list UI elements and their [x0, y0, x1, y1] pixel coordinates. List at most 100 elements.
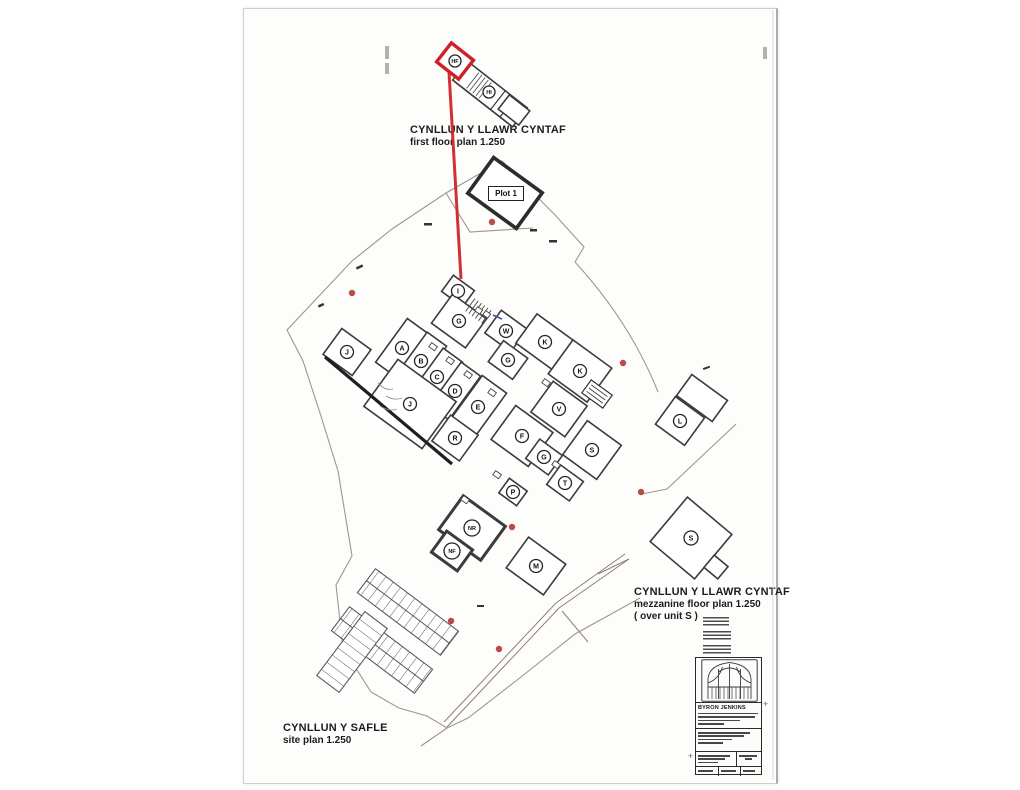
porch-projections: [428, 305, 562, 505]
svg-text:J: J: [408, 402, 412, 409]
unit-label-hf: HF: [448, 54, 462, 68]
parking-bays: [315, 567, 460, 695]
title-block: BYRON JENKINS: [695, 657, 762, 776]
svg-text:C: C: [434, 375, 439, 382]
unit-label-c: C: [429, 369, 445, 385]
svg-text:V: V: [557, 407, 562, 414]
amendment-note-smudge: [703, 645, 731, 655]
landscape-scribbles: [377, 382, 403, 411]
svg-text:K: K: [577, 369, 582, 376]
unit-label-s-detached: S: [683, 530, 699, 546]
unit-label-k-lower: K: [572, 363, 588, 379]
svg-text:NR: NR: [468, 526, 476, 532]
site-plan-heading: CYNLLUN Y SAFLE site plan 1.250: [283, 722, 388, 747]
heavy-wall-line: [323, 355, 454, 466]
unit-label-j-small: J: [339, 344, 355, 360]
heading-title: CYNLLUN Y SAFLE: [283, 722, 388, 734]
svg-text:G: G: [505, 358, 511, 365]
svg-text:G: G: [456, 319, 462, 326]
unit-label-g-top: G: [451, 313, 467, 329]
svg-text:L: L: [678, 419, 683, 426]
illegible-text-smudge: [698, 742, 723, 744]
unit-label-v: V: [551, 401, 567, 417]
svg-text:HI: HI: [486, 90, 492, 96]
svg-text:J: J: [345, 350, 349, 357]
illegible-text-smudge: [698, 758, 726, 760]
illegible-text-smudge: [743, 770, 756, 772]
illegible-text-smudge: [698, 770, 714, 772]
svg-text:K: K: [542, 340, 547, 347]
svg-text:T: T: [563, 481, 568, 488]
fold-mark: [385, 46, 389, 59]
architect-details-section: BYRON JENKINS: [696, 702, 761, 728]
heading-subtitle: first floor plan 1.250: [410, 137, 506, 148]
svg-text:S: S: [590, 448, 595, 455]
unit-label-d: D: [447, 383, 463, 399]
registration-cross: +: [688, 751, 694, 761]
unit-label-m: M: [528, 558, 544, 574]
illegible-text-smudge: [698, 719, 740, 722]
unit-label-j-large: J: [402, 396, 418, 412]
drawing-title-section: [696, 751, 761, 766]
first-floor-plan-heading: CYNLLUN Y LLAWR CYNTAF first floor plan …: [410, 124, 566, 149]
firm-name: BYRON JENKINS: [698, 705, 746, 711]
illegible-text-smudge: [698, 761, 718, 764]
svg-text:I: I: [457, 289, 459, 296]
svg-text:W: W: [503, 329, 510, 336]
unit-label-hi: HI: [482, 85, 496, 99]
unit-label-g-lower: G: [536, 449, 552, 465]
red-leader-line: [447, 71, 463, 280]
svg-text:S: S: [689, 536, 694, 543]
illegible-text-smudge: [698, 738, 732, 741]
plot1-label: Plot 1: [488, 186, 524, 201]
illegible-text-smudge: [698, 755, 730, 757]
scale-date-strip: [696, 766, 761, 776]
illegible-text-smudge: [698, 716, 756, 718]
svg-text:F: F: [520, 434, 525, 441]
svg-text:D: D: [452, 389, 457, 396]
svg-text:NF: NF: [448, 549, 456, 555]
heading-title: CYNLLUN Y LLAWR CYNTAF: [634, 586, 790, 598]
unit-label-nr: NR: [463, 519, 481, 537]
unit-label-nf: NF: [443, 542, 461, 560]
mezzanine-plan-heading: CYNLLUN Y LLAWR CYNTAF mezzanine floor p…: [634, 586, 790, 623]
registration-cross: +: [763, 699, 769, 709]
unit-label-k-upper: K: [537, 334, 553, 350]
arched-window-logo-icon: [701, 659, 758, 702]
unit-label-f: F: [514, 428, 530, 444]
blue-pen-mark: [492, 314, 503, 320]
unit-label-b: B: [413, 353, 429, 369]
unit-labels: HF HI I G W K G K A B C D E J J R V F G …: [339, 54, 699, 574]
svg-text:E: E: [476, 405, 481, 412]
fold-mark: [763, 47, 767, 59]
fold-mark: [385, 63, 389, 74]
svg-text:M: M: [533, 564, 539, 571]
unit-label-l: L: [672, 413, 688, 429]
amendment-note-smudge: [703, 631, 731, 641]
strip-cell: [740, 767, 761, 776]
strip-cell: [718, 767, 740, 776]
illegible-text-smudge: [739, 755, 757, 757]
client-details-section: [696, 728, 761, 751]
unit-label-s-terrace: S: [584, 442, 600, 458]
illegible-text-smudge: [698, 712, 758, 715]
unit-label-r: R: [447, 430, 463, 446]
amendment-note-smudge: [703, 617, 729, 626]
illegible-text-smudge: [721, 770, 736, 772]
heading-subtitle: site plan 1.250: [283, 735, 352, 746]
illegible-text-smudge: [745, 758, 753, 760]
heading-subtitle: mezzanine floor plan 1.250: [634, 599, 761, 610]
micro-labels: [317, 223, 711, 607]
unit-label-g-mid: G: [500, 352, 516, 368]
svg-text:G: G: [541, 455, 547, 462]
svg-text:P: P: [511, 490, 516, 497]
illegible-text-smudge: [698, 735, 744, 737]
svg-text:HF: HF: [451, 59, 459, 65]
illegible-text-smudge: [698, 722, 724, 725]
drawing-number-cell: [736, 752, 761, 766]
unit-label-w: W: [498, 323, 514, 339]
access-road: [443, 553, 630, 728]
unit-label-t: T: [557, 475, 573, 491]
